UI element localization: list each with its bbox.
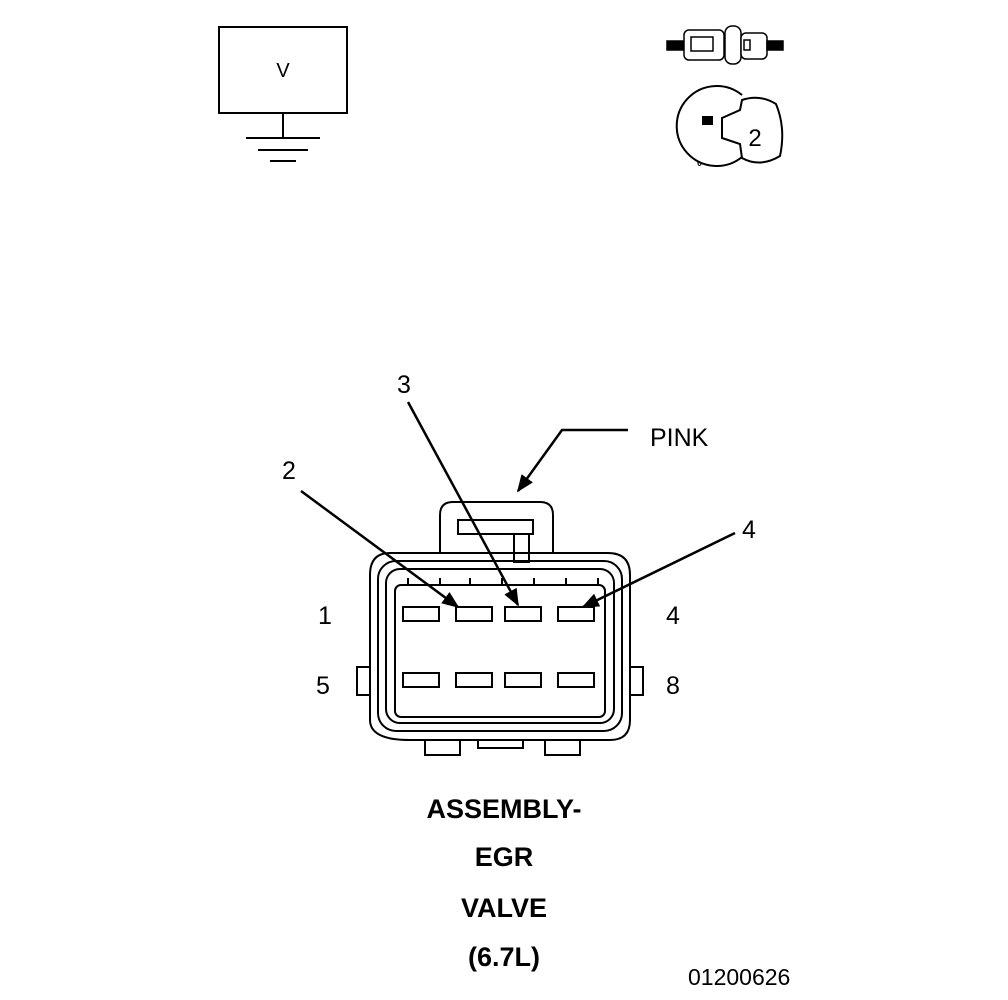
connector-face <box>356 501 644 756</box>
pink-callout: PINK <box>516 424 709 493</box>
caption-line-2: EGR <box>475 842 534 872</box>
row-label-bottom-right: 8 <box>666 672 680 700</box>
caption-line-4: (6.7L) <box>468 942 540 972</box>
ignition-key-icon: 3 2 1 0 2 <box>675 85 784 168</box>
voltmeter-symbol: V <box>276 60 290 82</box>
ground-icon <box>246 137 320 162</box>
voltmeter-icon: V <box>218 26 348 162</box>
pin-7 <box>504 672 542 688</box>
component-caption: ASSEMBLY- EGR VALVE (6.7L) <box>426 794 581 972</box>
pin-2 <box>455 606 493 622</box>
callout-pin-3: 3 <box>397 371 411 399</box>
pin-6 <box>455 672 493 688</box>
row-label-bottom-left: 5 <box>316 672 330 700</box>
pin-8 <box>557 672 595 688</box>
figure-id: 01200626 <box>688 964 790 990</box>
callout-pin-2: 2 <box>282 457 296 485</box>
pin-5 <box>402 672 440 688</box>
ignition-selected-position: 2 <box>748 125 761 152</box>
caption-line-3: VALVE <box>461 893 547 923</box>
callout-pin-4: 4 <box>742 516 756 544</box>
connector-color-label: PINK <box>650 424 709 452</box>
row-label-top-right: 4 <box>666 602 680 630</box>
pin-4 <box>557 606 595 622</box>
pin-1 <box>402 606 440 622</box>
caption-line-1: ASSEMBLY- <box>426 794 581 824</box>
connector-disconnected-icon <box>666 25 784 65</box>
pin-3 <box>504 606 542 622</box>
pin-cavities <box>402 606 595 688</box>
row-label-top-left: 1 <box>318 602 332 630</box>
pin-callouts: 2 3 4 <box>282 371 756 609</box>
